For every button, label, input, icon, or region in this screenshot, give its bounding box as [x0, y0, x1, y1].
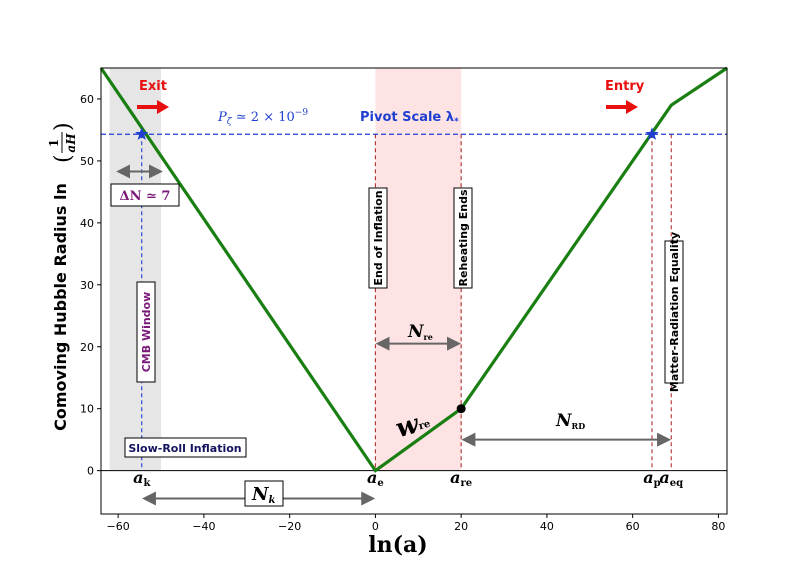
matter-radiation-box [664, 240, 684, 384]
y-tick-label: 10 [80, 403, 94, 416]
pivot-scale-subscript: * [454, 117, 459, 127]
x-tick-label: −20 [278, 520, 301, 533]
reheating-ends-box [453, 187, 473, 289]
x-axis-ticks: −60 −40 −20 0 20 40 60 80 [107, 514, 725, 533]
y-axis-title-text: Comoving Hubble Radius ln [51, 183, 70, 431]
reheating-ends-label: Reheating Ends [457, 189, 470, 286]
scale-factor-re: are [450, 468, 472, 489]
cmb-window-box [136, 281, 156, 383]
y-tick-label: 40 [80, 217, 94, 230]
x-axis-title: ln(a) [368, 532, 427, 558]
y-tick-label: 0 [87, 465, 94, 478]
y-axis-frac-den: aH [64, 133, 78, 153]
x-tick-label: 80 [711, 520, 725, 533]
reheating-band [375, 68, 462, 471]
n-k-subscript: k [268, 495, 275, 506]
x-tick-label: 0 [372, 520, 379, 533]
scale-factor-eq: aeq [659, 468, 683, 489]
y-axis-paren-open: ( [51, 154, 76, 163]
n-re-symbol: N [407, 322, 425, 342]
power-spectrum-label: Pζ ≃ 2 × 10−9 [217, 108, 308, 127]
n-rd-subscript: RD [572, 421, 586, 431]
y-axis-paren-close: ) [51, 122, 76, 131]
end-inflation-box [368, 187, 388, 289]
x-tick-label: 60 [626, 520, 640, 533]
n-k-label: Nk [251, 484, 275, 506]
delta-n-box [110, 183, 180, 207]
cmb-window-label: CMB Window [140, 292, 153, 373]
x-tick-label: −60 [107, 520, 130, 533]
slow-roll-label: Slow-Roll Inflation [128, 442, 241, 455]
y-axis-title: Comoving Hubble Radius ln ( 1 aH ) [47, 122, 78, 430]
n-re-subscript: re [424, 332, 433, 342]
x-axis-title-text: ln(a) [368, 532, 427, 558]
cmb-window-band [109, 68, 162, 471]
delta-n-label: ΔN ≃ 7 [120, 189, 171, 204]
y-tick-label: 60 [80, 93, 94, 106]
power-symbol: P [217, 110, 227, 125]
exit-label: Exit [139, 79, 167, 94]
entry-arrow-icon [606, 100, 638, 114]
power-subscript: ζ [227, 117, 233, 127]
n-rd-symbol: N [555, 411, 573, 431]
end-inflation-label: End of Inflation [372, 190, 385, 285]
pivot-scale-text: Pivot Scale λ [360, 110, 454, 125]
n-k-box [244, 480, 284, 507]
power-value: ≃ 2 × 10 [232, 110, 295, 125]
star-icon-0 [135, 127, 149, 140]
plot-frame [100, 67, 728, 515]
scale-factor-p: ap [643, 468, 660, 489]
matter-radiation-label: Matter-Radiation Equality [668, 232, 681, 392]
x-tick-label: −40 [192, 520, 215, 533]
n-rd-label: NRD [555, 411, 585, 431]
n-k-symbol: N [251, 484, 270, 505]
y-axis-ticks: 0 10 20 30 40 50 60 [80, 93, 101, 478]
exit-arrow-icon [137, 100, 169, 114]
pivot-scale-label: Pivot Scale λ* [360, 110, 459, 127]
scale-factor-e: ae [367, 468, 384, 489]
x-tick-label: 20 [454, 520, 468, 533]
star-icon-1 [645, 127, 659, 140]
power-exponent: −9 [295, 108, 309, 118]
y-axis-frac-num: 1 [47, 139, 61, 147]
horizon-crossing-stars [135, 127, 659, 140]
scale-factor-k: ak [133, 468, 151, 489]
n-re-label: Nre [407, 322, 433, 342]
reheating-end-point [456, 404, 466, 414]
entry-label: Entry [605, 79, 645, 94]
x-tick-label: 40 [540, 520, 554, 533]
y-tick-label: 50 [80, 155, 94, 168]
y-tick-label: 30 [80, 279, 94, 292]
y-tick-label: 20 [80, 341, 94, 354]
slow-roll-box [124, 437, 247, 458]
w-re-subscript: re [418, 419, 432, 433]
